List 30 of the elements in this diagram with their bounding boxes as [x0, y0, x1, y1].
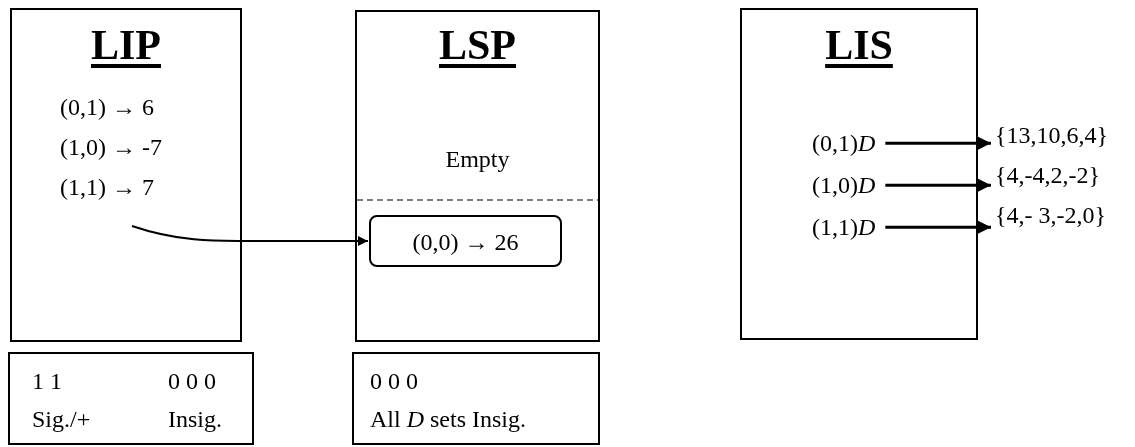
list-panel: [740, 8, 978, 340]
list-entry: (1,1) → 7: [60, 174, 154, 201]
list-panel: [355, 10, 600, 342]
set-entry: (1,0)D: [812, 172, 876, 198]
arrow: [885, 177, 991, 193]
list-entry: (0,1) → 6: [60, 94, 154, 121]
empty-label: Empty: [445, 146, 510, 173]
list-entry: (1,0) → -7: [60, 134, 162, 161]
status-label: Sig./+: [32, 406, 91, 433]
list-title: LIS: [825, 22, 893, 69]
set-values: {4,- 3,-2,0}: [995, 202, 1107, 228]
arrow: [885, 219, 991, 235]
arrow: [885, 135, 991, 151]
arrow: [131, 225, 369, 246]
status-label: Insig.: [168, 406, 222, 433]
set-entry: (1,1)D: [812, 214, 876, 240]
set-entry: (0,1)D: [812, 130, 876, 156]
list-title: LSP: [439, 22, 516, 69]
bit-value: 1 1: [32, 368, 62, 395]
bit-value: 0 0 0: [168, 368, 216, 395]
list-panel: [10, 8, 242, 342]
list-title: LIP: [91, 22, 161, 69]
entry-box: [369, 215, 562, 267]
list-panel: [8, 352, 254, 445]
set-values: {4,-4,2,-2}: [995, 162, 1101, 188]
bit-value: 0 0 0: [370, 368, 418, 395]
list-entry: (0,0) → 26: [412, 229, 519, 256]
status-label: All D sets Insig.: [370, 406, 526, 433]
list-panel: [352, 352, 600, 445]
set-values: {13,10,6,4}: [995, 122, 1109, 148]
